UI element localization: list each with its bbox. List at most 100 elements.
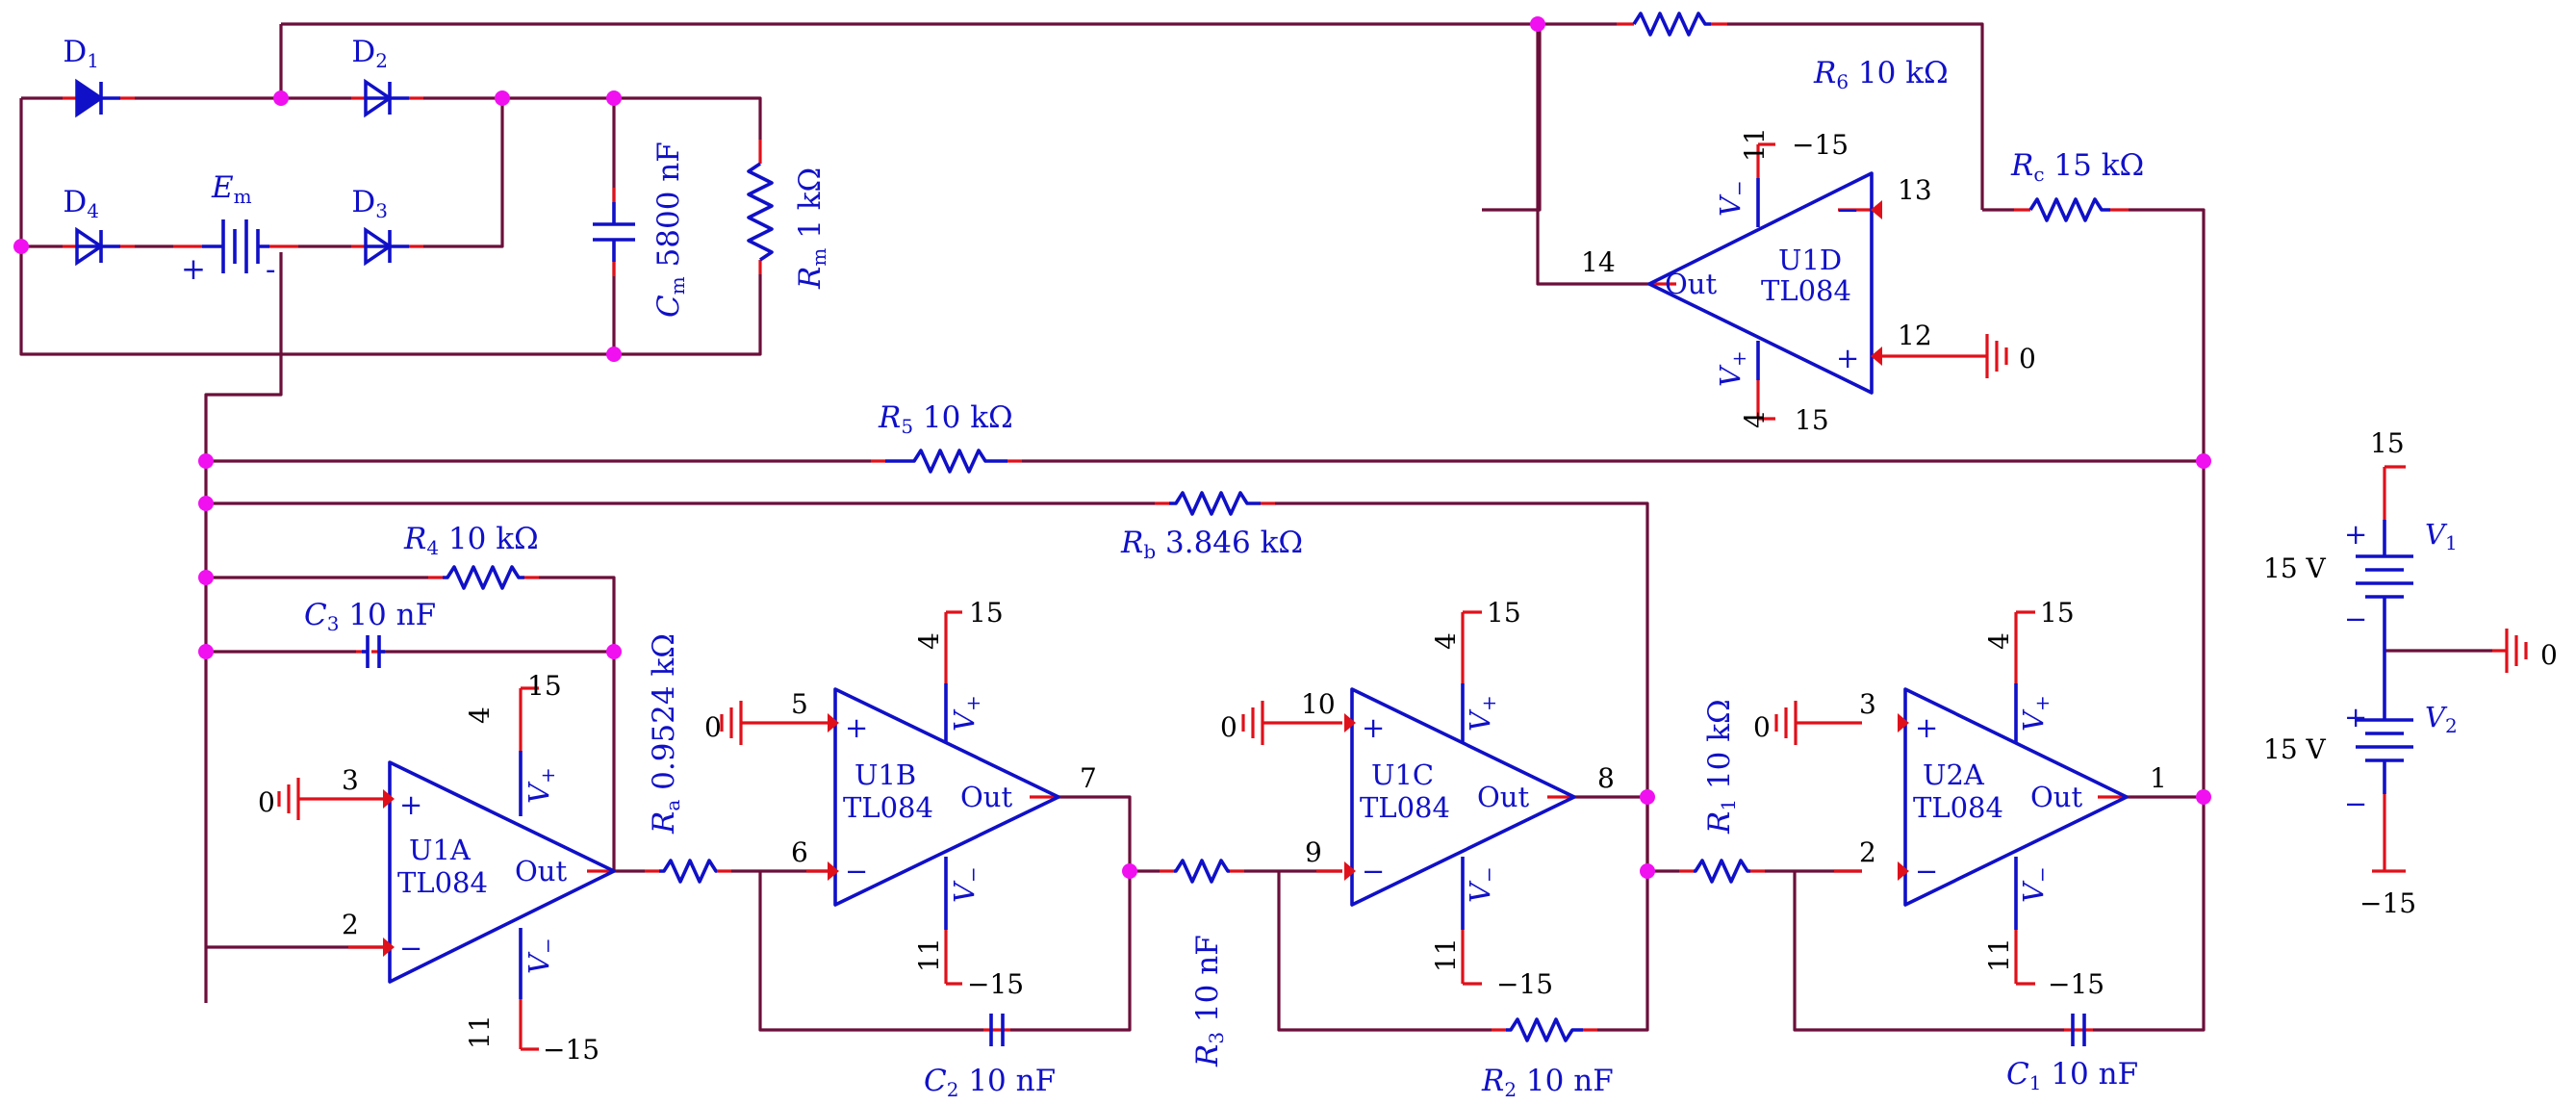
svg-text:C2 10 nF: C2 10 nF: [924, 1064, 1056, 1101]
svg-text:−: −: [1915, 855, 1938, 887]
svg-text:5: 5: [791, 688, 808, 720]
resistor-r5: R5 10 kΩ: [878, 400, 1013, 474]
svg-text:4: 4: [913, 632, 945, 650]
svg-text:+: +: [1915, 711, 1938, 744]
resistor-rb: Rb 3.846 kΩ: [1120, 491, 1303, 563]
svg-text:+: +: [1362, 711, 1385, 744]
svg-text:−15: −15: [543, 1034, 599, 1066]
svg-text:15: 15: [1487, 597, 1521, 629]
svg-text:4: 4: [1430, 632, 1462, 650]
svg-text:V+: V+: [2017, 695, 2053, 732]
battery-em: + - Em: [181, 170, 275, 287]
svg-text:+: +: [845, 711, 868, 744]
svg-text:−: −: [1836, 193, 1859, 226]
opamp-u1d: − + U1D TL084 Out V− V+ 13 12 14 4 11 −1…: [1581, 127, 2036, 436]
svg-text:V2: V2: [2425, 701, 2458, 737]
svg-text:11: 11: [1983, 938, 2015, 972]
svg-text:−15: −15: [2048, 968, 2104, 1000]
svg-text:Out: Out: [2030, 781, 2082, 813]
svg-text:11: 11: [1430, 938, 1462, 972]
svg-text:V+: V+: [1714, 350, 1750, 387]
resistor-rc: Rc 15 kΩ: [2010, 148, 2144, 222]
svg-text:D1: D1: [63, 35, 99, 72]
svg-text:Rm 1 kΩ: Rm 1 kΩ: [793, 167, 830, 290]
svg-text:U1A: U1A: [409, 834, 472, 866]
svg-text:2: 2: [1859, 836, 1876, 868]
svg-text:12: 12: [1898, 320, 1932, 351]
svg-text:Cm 5800 nF: Cm 5800 nF: [651, 141, 689, 318]
svg-text:13: 13: [1898, 174, 1932, 206]
svg-text:15: 15: [2040, 597, 2075, 629]
svg-text:+: +: [399, 788, 422, 821]
svg-text:TL084: TL084: [1913, 791, 2003, 824]
svg-text:15 V: 15 V: [2263, 552, 2327, 584]
ground-u1a: [277, 778, 300, 820]
svg-text:U1D: U1D: [1778, 244, 1842, 276]
svg-text:11: 11: [1739, 127, 1771, 162]
svg-text:0: 0: [2019, 343, 2036, 374]
resistor-rm: Rm 1 kΩ: [747, 162, 830, 290]
svg-text:R1 10 kΩ: R1 10 kΩ: [1702, 699, 1740, 835]
svg-text:15: 15: [2370, 427, 2405, 459]
opamp-u2a: + − U2A TL084 Out V+ V− 3 2 1 4 11 15 −1…: [1753, 597, 2167, 1000]
ground-symbols: [277, 334, 2528, 820]
svg-text:1: 1: [2150, 762, 2167, 794]
svg-text:TL084: TL084: [1761, 274, 1851, 307]
opamp-u1c: + − U1C TL084 Out V+ V− 10 9 8 4 11 15 −…: [1220, 597, 1615, 1000]
wires: [19, 22, 2492, 1032]
svg-text:0: 0: [258, 786, 275, 818]
ground-u1d: [1985, 334, 2008, 378]
svg-text:−: −: [399, 932, 422, 964]
ground-u2a: [1774, 701, 1798, 745]
svg-text:3: 3: [1859, 688, 1876, 720]
svg-text:D2: D2: [351, 35, 388, 72]
resistor-r3: R3 10 nF: [1174, 859, 1230, 1067]
svg-text:TL084: TL084: [843, 791, 933, 824]
svg-text:-: -: [266, 252, 275, 287]
svg-text:−15: −15: [2359, 887, 2416, 919]
capacitor-cm: Cm 5800 nF: [593, 141, 689, 318]
diode-d2: D2: [351, 35, 409, 118]
supply-gnd-label: 0: [2540, 639, 2558, 671]
svg-text:V−: V−: [2017, 866, 2053, 903]
svg-text:4: 4: [1739, 411, 1771, 428]
svg-text:15: 15: [1795, 404, 1829, 436]
svg-text:Out: Out: [960, 781, 1012, 813]
svg-text:10: 10: [1301, 688, 1336, 720]
svg-text:−: −: [2344, 603, 2367, 635]
svg-text:2: 2: [342, 909, 359, 940]
svg-text:Rb 3.846 kΩ: Rb 3.846 kΩ: [1120, 526, 1303, 563]
svg-text:+: +: [1836, 342, 1859, 374]
svg-text:0: 0: [1220, 711, 1237, 743]
svg-text:V−: V−: [1714, 180, 1750, 217]
svg-text:U1C: U1C: [1371, 758, 1434, 791]
svg-text:U1B: U1B: [854, 758, 916, 791]
resistor-r2: R2 10 nF: [1481, 1017, 1614, 1101]
svg-text:R3 10 nF: R3 10 nF: [1190, 935, 1228, 1067]
svg-text:Out: Out: [515, 855, 567, 887]
svg-text:V+: V+: [948, 695, 984, 732]
svg-text:−15: −15: [1496, 968, 1553, 1000]
svg-text:7: 7: [1080, 762, 1097, 794]
svg-text:−: −: [1362, 855, 1385, 887]
svg-text:0: 0: [1753, 711, 1771, 743]
svg-text:+: +: [181, 252, 206, 287]
capacitor-c1: C1 10 nF: [2006, 1014, 2138, 1094]
svg-text:11: 11: [913, 938, 945, 972]
svg-text:4: 4: [464, 707, 496, 724]
capacitor-c2: C2 10 nF: [924, 1014, 1056, 1101]
capacitor-c3: C3 10 nF: [304, 598, 436, 668]
svg-text:6: 6: [791, 836, 808, 868]
svg-text:15: 15: [527, 670, 562, 702]
svg-text:8: 8: [1597, 762, 1615, 794]
svg-text:V+: V+: [1464, 695, 1500, 732]
svg-text:V1: V1: [2425, 518, 2458, 554]
svg-text:C1 10 nF: C1 10 nF: [2006, 1057, 2138, 1094]
svg-text:+: +: [2344, 518, 2367, 551]
svg-text:Ra 0.9524 kΩ: Ra 0.9524 kΩ: [647, 633, 684, 835]
svg-text:15: 15: [969, 597, 1004, 629]
ground-u1c: [1241, 701, 1264, 745]
svg-text:3: 3: [342, 764, 359, 796]
svg-text:V−: V−: [523, 938, 559, 974]
